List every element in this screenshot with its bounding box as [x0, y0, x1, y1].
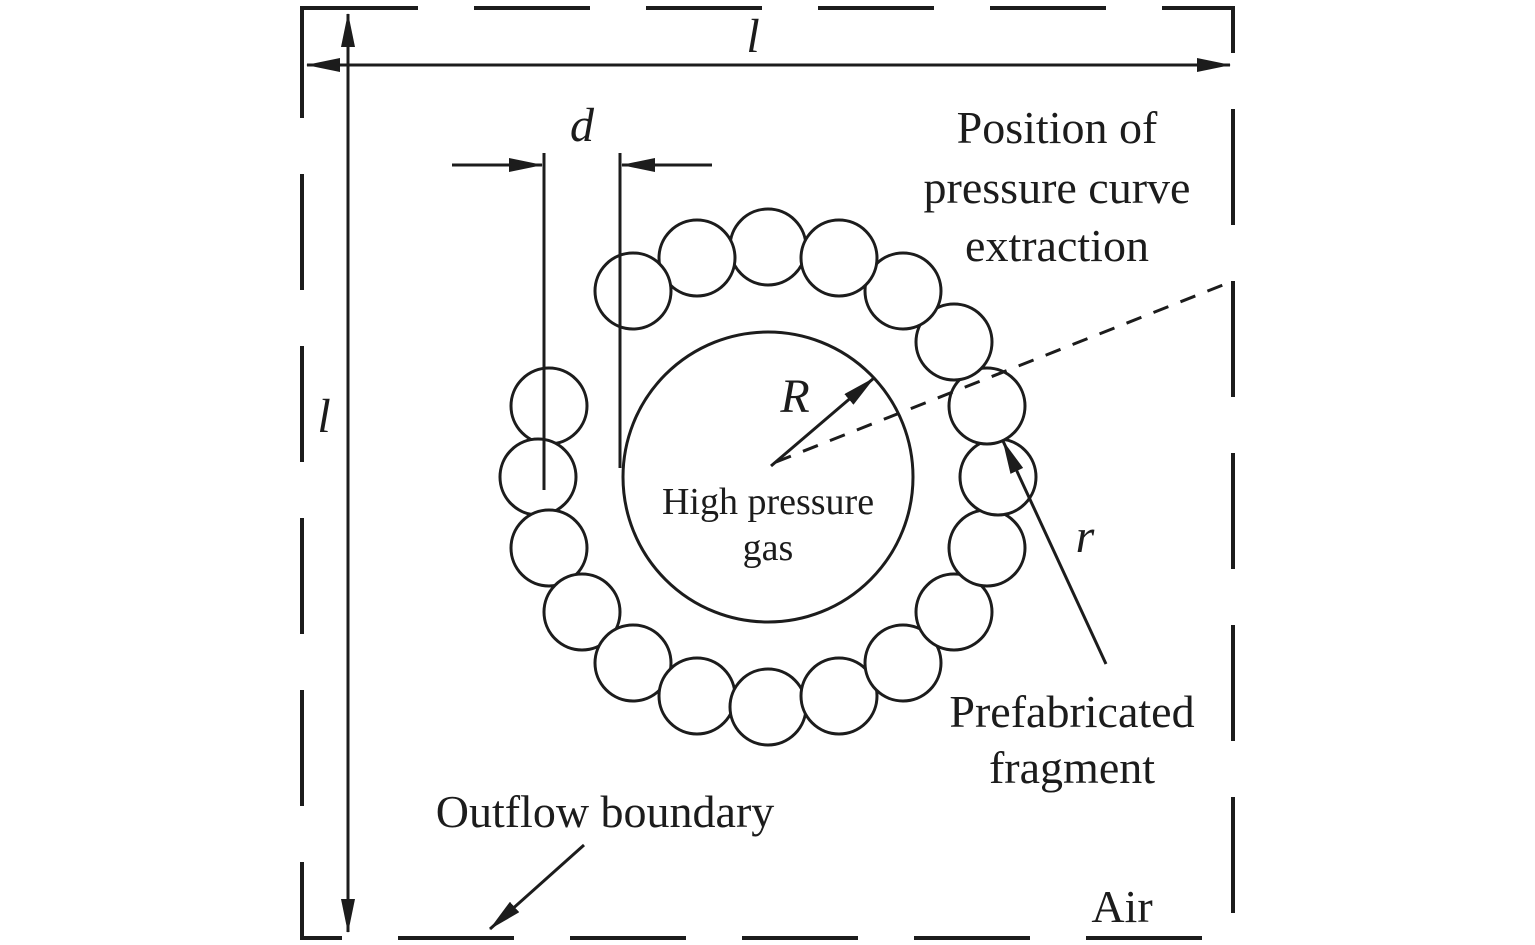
fragment-circle — [863, 251, 943, 331]
prefabricated-fragment-label-line2: fragment — [989, 742, 1155, 793]
fragment-circle — [728, 207, 808, 287]
fragment-dimension-label: d — [570, 99, 595, 152]
high-pressure-gas-circle — [621, 330, 915, 624]
high-pressure-gas-label-line2: gas — [743, 527, 794, 569]
fragment-circle — [728, 667, 808, 747]
height-dimension-label: l — [317, 390, 330, 443]
pressure-curve-label-line2: pressure curve — [924, 162, 1191, 213]
fragment-circle — [914, 302, 994, 382]
prefabricated-fragment-arrow — [1001, 440, 1108, 665]
high-pressure-gas-label-line1: High pressure — [662, 481, 874, 523]
gas-radius-label: R — [779, 370, 809, 423]
pressure-curve-extraction-line — [775, 279, 1234, 464]
outflow-boundary-arrow — [489, 843, 585, 931]
fragment-circle — [958, 437, 1038, 517]
pressure-curve-label-line3: extraction — [965, 220, 1149, 271]
fragment-ring — [498, 207, 1038, 747]
domain-boundary — [300, 6, 1235, 940]
outflow-boundary-label: Outflow boundary — [436, 786, 775, 837]
fragment-circle — [799, 656, 879, 736]
fragment-circle — [509, 508, 589, 588]
fragment-radius-label: r — [1076, 510, 1095, 563]
fragment-circle — [593, 623, 673, 703]
fragment-circle — [657, 218, 737, 298]
pressure-curve-label-line1: Position of — [957, 102, 1158, 153]
prefabricated-fragment-label-line1: Prefabricated — [949, 686, 1194, 737]
fragment-circle — [914, 572, 994, 652]
fragment-circle — [799, 218, 879, 298]
fragment-circle — [863, 623, 943, 703]
fragment-circle — [947, 508, 1027, 588]
width-dimension-label: l — [746, 10, 759, 63]
fragment-circle — [542, 572, 622, 652]
fragment-circle — [593, 251, 673, 331]
fragment-circle — [509, 366, 589, 446]
gas-radius-arrow — [770, 376, 875, 468]
air-label: Air — [1091, 881, 1152, 932]
fragment-circle — [498, 437, 578, 517]
fragment-circle — [657, 656, 737, 736]
fragment-dimension: d — [452, 99, 712, 490]
